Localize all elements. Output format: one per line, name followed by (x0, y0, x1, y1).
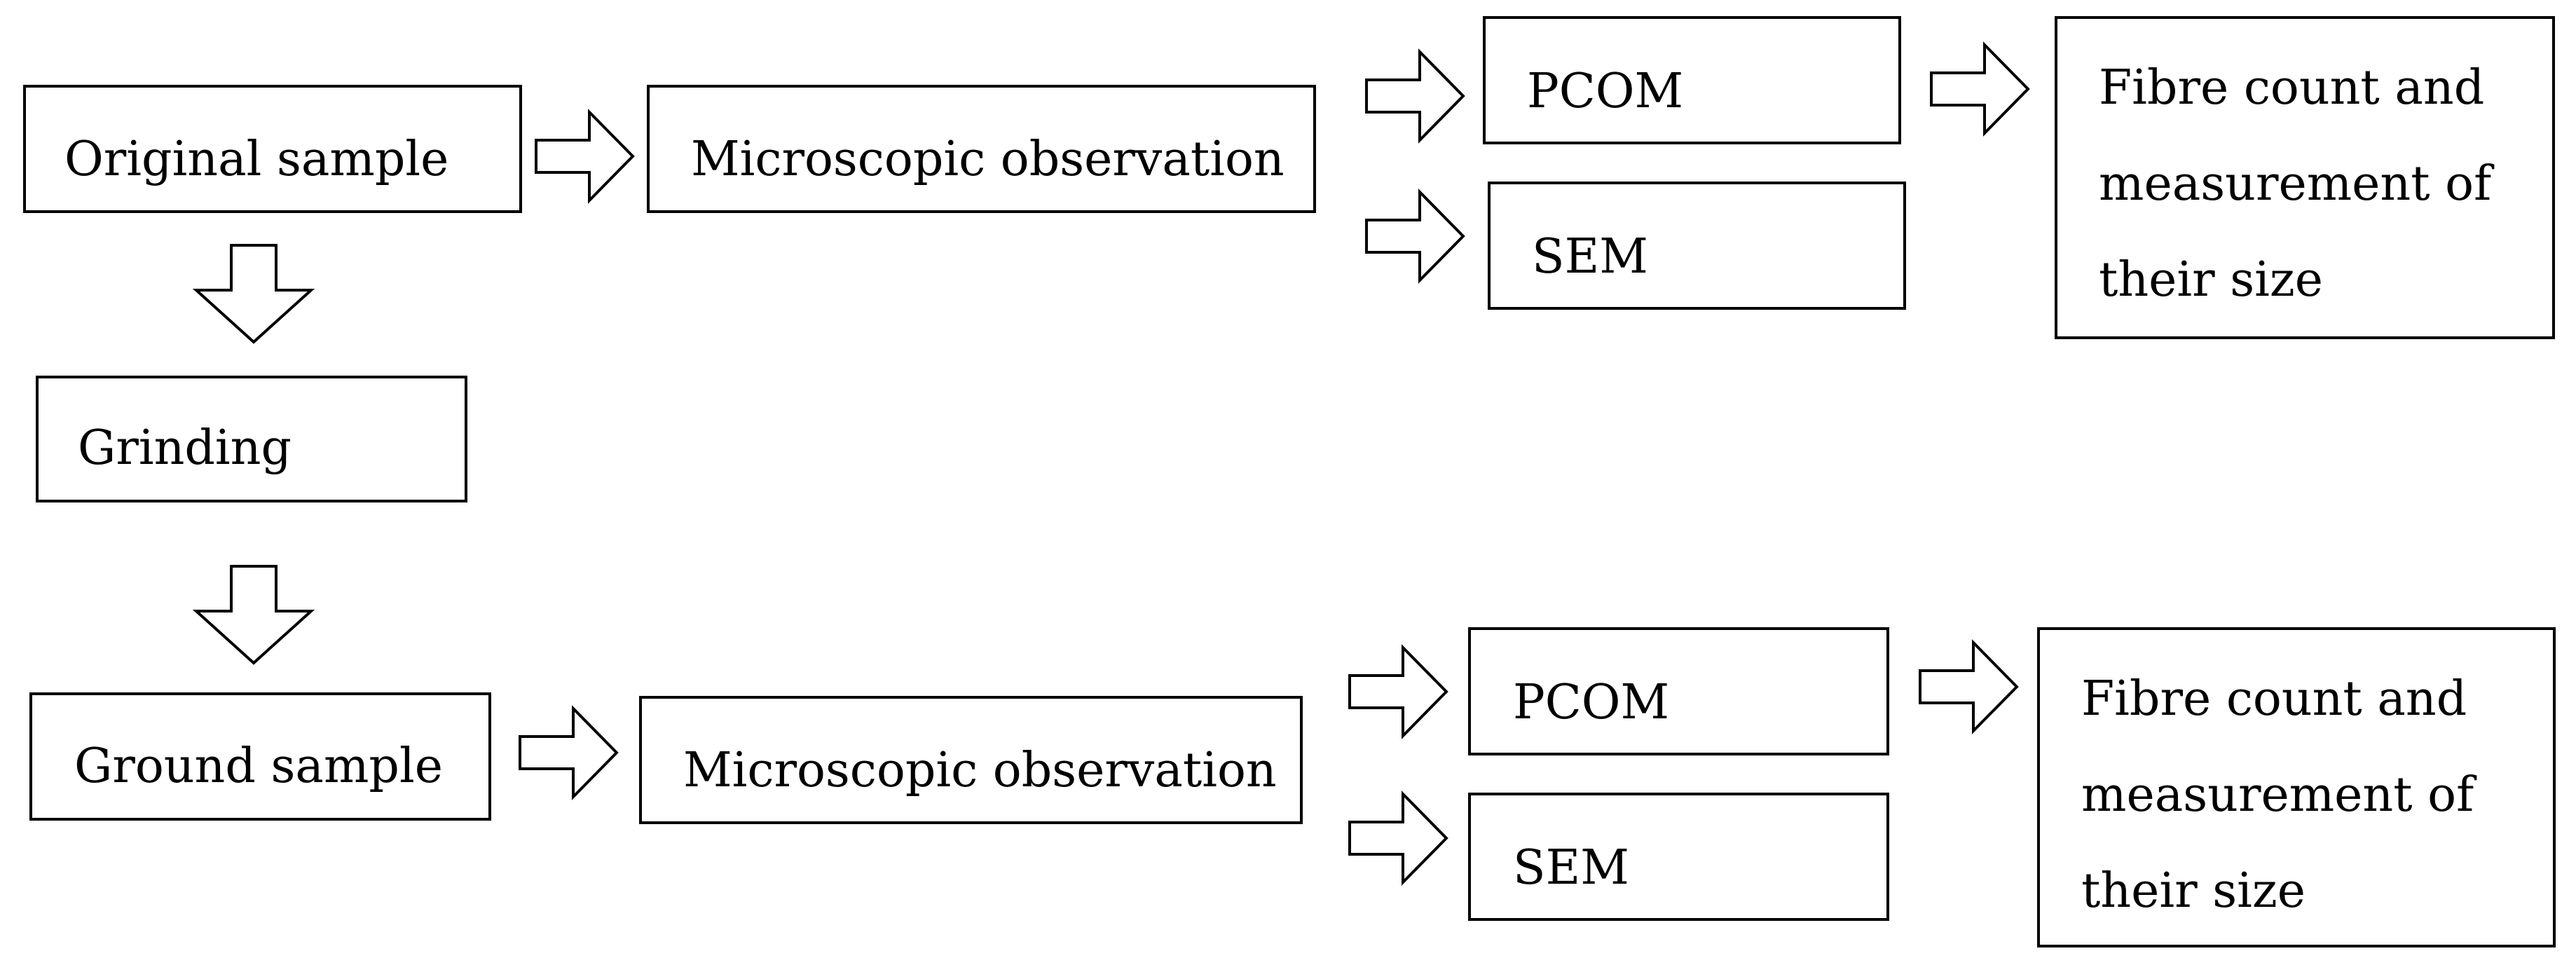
hollow-right-arrow-icon (1930, 41, 2030, 137)
sem-label-top: SEM (1532, 229, 1648, 285)
pcom-label-bottom: PCOM (1513, 675, 1670, 730)
sem-box-top (1488, 182, 1906, 310)
hollow-right-arrow-icon (1365, 48, 1465, 144)
original-sample-label: Original sample (64, 132, 449, 187)
hollow-right-arrow-icon (1348, 644, 1448, 739)
original-sample-box (23, 85, 522, 213)
result-box-top (2055, 16, 2555, 339)
hollow-right-arrow-icon (1919, 639, 2019, 734)
grinding-box (36, 376, 467, 502)
hollow-down-arrow-icon (192, 565, 315, 665)
result-box-bottom (2037, 627, 2556, 947)
hollow-down-arrow-icon (192, 244, 315, 344)
grinding-label: Grinding (78, 420, 292, 476)
hollow-right-arrow-icon (1348, 791, 1448, 886)
hollow-right-arrow-icon (535, 109, 635, 204)
sem-label-bottom: SEM (1513, 840, 1629, 896)
microscopic-observation-label-bottom: Microscopic observation (683, 743, 1277, 798)
result-label-bottom: Fibre count and measurement of their siz… (2081, 671, 2474, 919)
ground-sample-box (29, 692, 491, 821)
pcom-box-bottom (1468, 627, 1889, 755)
microscopic-observation-label-top: Microscopic observation (691, 132, 1284, 187)
microscopic-observation-box-top (647, 85, 1316, 213)
microscopic-observation-box-bottom (639, 696, 1303, 824)
sem-box-bottom (1468, 793, 1889, 921)
result-label-top: Fibre count and measurement of their siz… (2099, 60, 2492, 308)
pcom-box-top (1483, 16, 1901, 144)
pcom-label-top: PCOM (1527, 64, 1684, 119)
ground-sample-label: Ground sample (74, 739, 443, 794)
hollow-right-arrow-icon (519, 705, 619, 800)
hollow-right-arrow-icon (1365, 189, 1465, 284)
